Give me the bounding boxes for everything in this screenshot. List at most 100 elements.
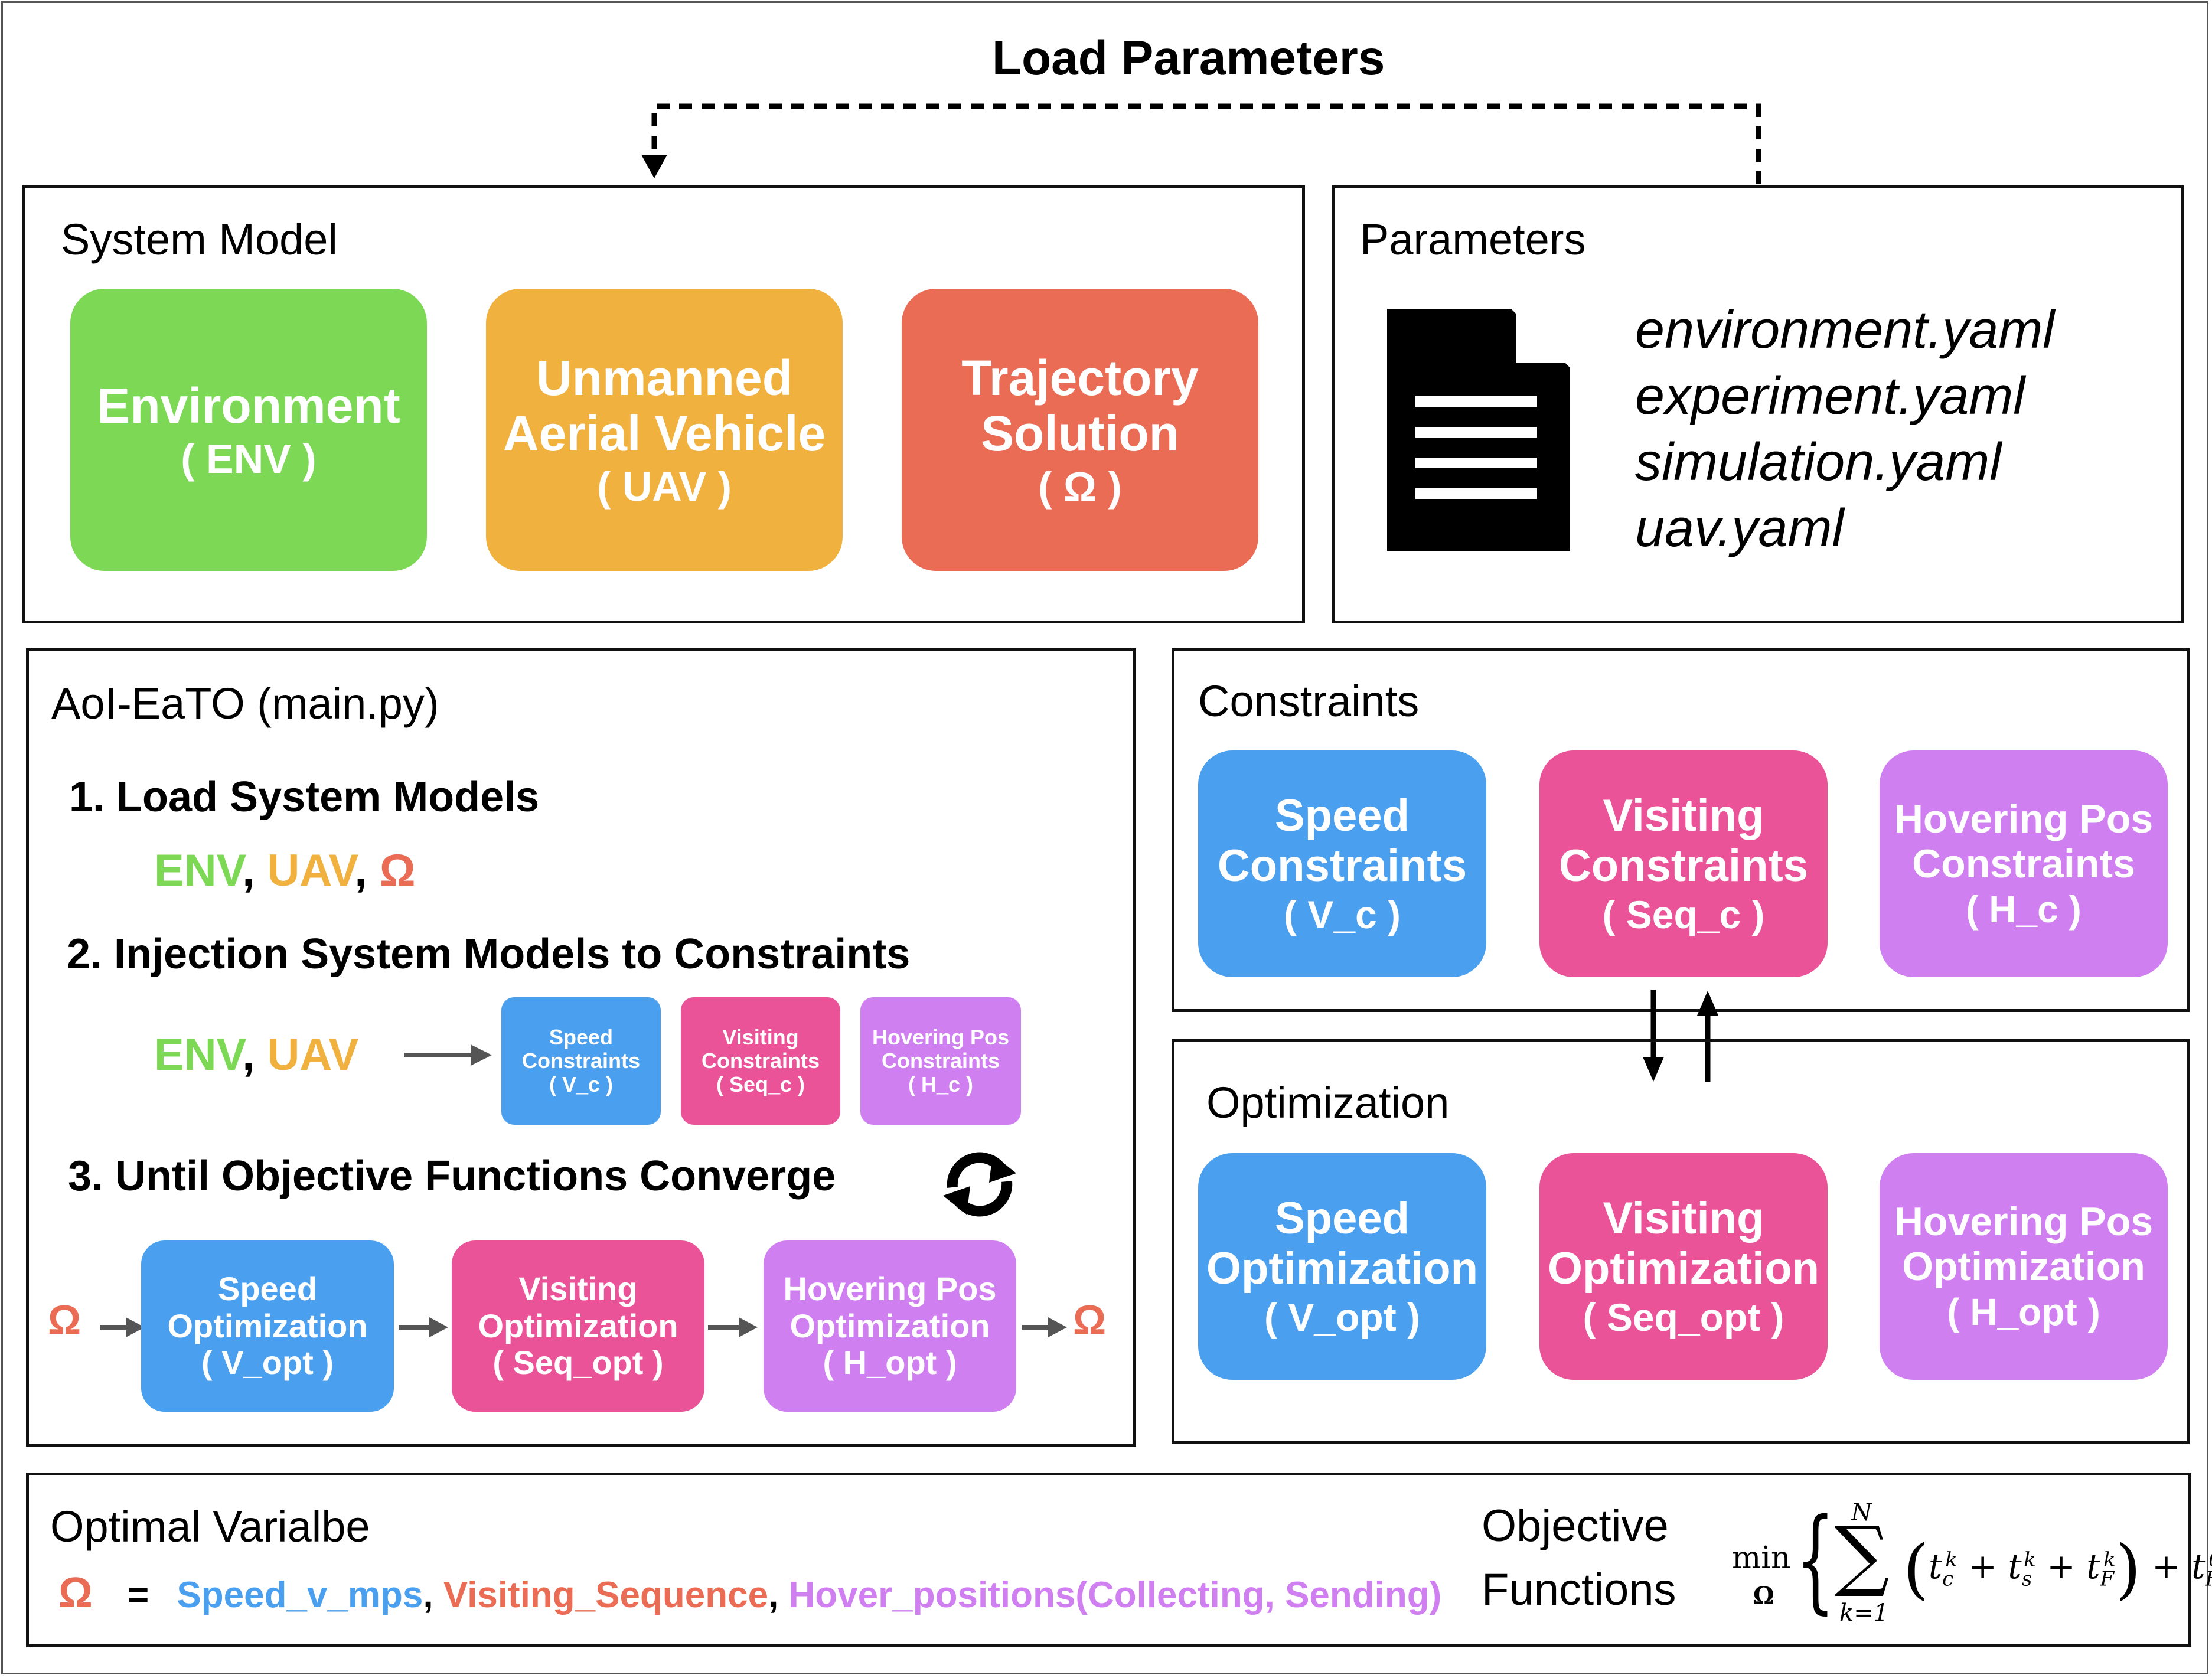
step2-visiting-line1: Visiting <box>722 1024 799 1049</box>
step2-speed-line1: Speed <box>549 1024 614 1049</box>
speed-constraints-line2: Constraints <box>1217 841 1467 892</box>
visiting-constraints-line2: Constraints <box>1558 841 1809 892</box>
speed-constraints-box: Speed Constraints ( V_c ) <box>1198 750 1486 977</box>
main-title: AoI-EaTO (main.py) <box>51 679 439 728</box>
step2-hovering-constraints: Hovering Pos Constraints ( H_c ) <box>860 997 1021 1125</box>
speed-optimization-box: Speed Optimization ( V_opt ) <box>1198 1153 1486 1380</box>
diagram-title: Load Parameters <box>992 31 1385 85</box>
step1-label: 1. Load System Models <box>69 773 540 821</box>
optimization-panel: Optimization Speed Optimization ( V_opt … <box>1172 1039 2190 1444</box>
speed-optimization-line3: ( V_opt ) <box>1264 1295 1420 1340</box>
formula-min: min <box>1732 1540 1791 1576</box>
hovering-optimization-line3: ( H_opt ) <box>1947 1291 2100 1334</box>
step2-sep: , <box>242 1030 255 1080</box>
hovering-constraints-line1: Hovering Pos <box>1894 796 2154 841</box>
step3-visiting-line3: ( Seq_opt ) <box>492 1344 664 1382</box>
trajectory-label-line1: Trajectory <box>961 350 1199 406</box>
step2-hovering-line2: Constraints <box>881 1048 1000 1073</box>
uav-label-line1: Unmanned <box>536 350 793 406</box>
file-simulation: simulation.yaml <box>1635 433 2002 492</box>
step2-visiting-line2: Constraints <box>701 1048 820 1073</box>
step2-uav: UAV <box>267 1030 359 1080</box>
hovering-optimization-box: Hovering Pos Optimization ( H_opt ) <box>1880 1153 2168 1380</box>
constraints-panel: Constraints Speed Constraints ( V_c ) Vi… <box>1172 648 2190 1012</box>
optimal-hover: Hover_positions(Collecting, Sending) <box>788 1575 1442 1615</box>
main-panel: AoI-EaTO (main.py) 1. Load System Models… <box>26 648 1136 1447</box>
step1-uav: UAV <box>267 845 355 896</box>
step2-speed-constraints: Speed Constraints ( V_c ) <box>501 997 661 1125</box>
optimal-visiting: Visiting_Sequence <box>443 1575 769 1615</box>
optimal-variable-equation: Ω = Speed_v_mps, Visiting_Sequence, Hove… <box>58 1569 1441 1617</box>
step3-arrow-out <box>1022 1317 1067 1337</box>
formula-sum-upper: N <box>1851 1499 1872 1526</box>
step2-speed-line2: Constraints <box>521 1048 641 1073</box>
visiting-constraints-line1: Visiting <box>1603 790 1764 841</box>
optimal-comma-1: , <box>423 1575 433 1615</box>
hovering-optimization-line1: Hovering Pos <box>1894 1199 2154 1244</box>
step1-sep-2: , <box>354 845 367 896</box>
visiting-optimization-line3: ( Seq_opt ) <box>1583 1295 1784 1340</box>
parameters-title: Parameters <box>1360 215 1586 264</box>
step2-items: ENV, UAV <box>154 1029 358 1080</box>
step2-visiting-line3: ( Seq_c ) <box>716 1072 805 1097</box>
speed-constraints-line3: ( V_c ) <box>1283 893 1401 937</box>
hovering-constraints-line3: ( H_c ) <box>1966 888 2082 931</box>
speed-constraints-line1: Speed <box>1274 790 1410 841</box>
visiting-constraints-line3: ( Seq_c ) <box>1602 893 1765 937</box>
step2-visiting-constraints: Visiting Constraints ( Seq_c ) <box>681 997 840 1125</box>
file-experiment: experiment.yaml <box>1635 367 2025 426</box>
step3-arrow-2 <box>708 1317 758 1337</box>
trajectory-box: Trajectory Solution ( Ω ) <box>902 289 1258 571</box>
formula-sum-lower: k=1 <box>1839 1599 1889 1627</box>
formula-brace-left: { <box>1796 1494 1835 1625</box>
step3-arrow-in <box>100 1317 145 1337</box>
step1-items: ENV, UAV, Ω <box>154 845 416 896</box>
step3-label: 3. Until Objective Functions Converge <box>68 1153 836 1200</box>
objective-formula: min Ω { N ∑ k=1 (tck + tsk + tFk) + tF0 … <box>1732 1493 2212 1641</box>
step3-speed-optimization: Speed Optimization ( V_opt ) <box>141 1240 394 1412</box>
step1-sep-1: , <box>242 845 255 896</box>
system-model-panel: System Model Environment ( ENV ) Unmanne… <box>22 185 1305 623</box>
optimal-omega: Ω <box>58 1569 93 1617</box>
step3-speed-line1: Speed <box>217 1269 318 1307</box>
step3-hovering-line3: ( H_opt ) <box>823 1344 957 1382</box>
visiting-optimization-line2: Optimization <box>1547 1243 1820 1294</box>
step3-speed-line3: ( V_opt ) <box>201 1344 334 1382</box>
constraints-optimization-arrows <box>1643 990 1718 1082</box>
optimal-equals: = <box>127 1575 149 1615</box>
step1-env: ENV <box>154 845 243 896</box>
visiting-constraints-box: Visiting Constraints ( Seq_c ) <box>1539 750 1828 977</box>
optimization-title: Optimization <box>1206 1078 1450 1127</box>
hovering-constraints-box: Hovering Pos Constraints ( H_c ) <box>1880 750 2168 977</box>
trajectory-label-line2: Solution <box>981 405 1179 461</box>
file-environment: environment.yaml <box>1635 301 2055 360</box>
uav-box: Unmanned Aerial Vehicle ( UAV ) <box>486 289 843 571</box>
optimal-variable-panel: Optimal Varialbe Ω = Speed_v_mps, Visiti… <box>26 1473 2212 1647</box>
step2-speed-line3: ( V_c ) <box>549 1072 614 1097</box>
step3-arrow-1 <box>399 1317 448 1337</box>
step3-speed-line2: Optimization <box>167 1307 368 1344</box>
formula-body: (tck + tsk + tFk) + tF0 <box>1903 1531 2212 1607</box>
step3-hovering-line2: Optimization <box>789 1307 990 1344</box>
document-icon <box>1387 309 1570 551</box>
step3-hovering-line1: Hovering Pos <box>783 1269 997 1307</box>
step2-arrow <box>404 1044 492 1066</box>
refresh-icon <box>943 1152 1016 1217</box>
formula-brace-right: } <box>2206 1504 2212 1616</box>
uav-label-line2: Aerial Vehicle <box>503 405 826 461</box>
step3-visiting-line1: Visiting <box>518 1269 638 1307</box>
load-parameters-connector <box>641 103 1761 184</box>
speed-optimization-line1: Speed <box>1274 1193 1410 1243</box>
objective-label-line2: Functions <box>1482 1565 1676 1615</box>
step2-env: ENV <box>154 1030 243 1080</box>
step3-visiting-line2: Optimization <box>478 1307 678 1344</box>
environment-abbrev: ( ENV ) <box>181 435 317 482</box>
uav-abbrev: ( UAV ) <box>596 463 732 510</box>
step2-hovering-line3: ( H_c ) <box>908 1072 974 1097</box>
parameters-panel: Parameters environment.yaml experiment.y… <box>1332 185 2184 623</box>
speed-optimization-line2: Optimization <box>1206 1243 1479 1294</box>
step1-omega: Ω <box>379 845 416 896</box>
environment-label: Environment <box>97 377 400 433</box>
optimal-speed: Speed_v_mps <box>177 1575 423 1615</box>
